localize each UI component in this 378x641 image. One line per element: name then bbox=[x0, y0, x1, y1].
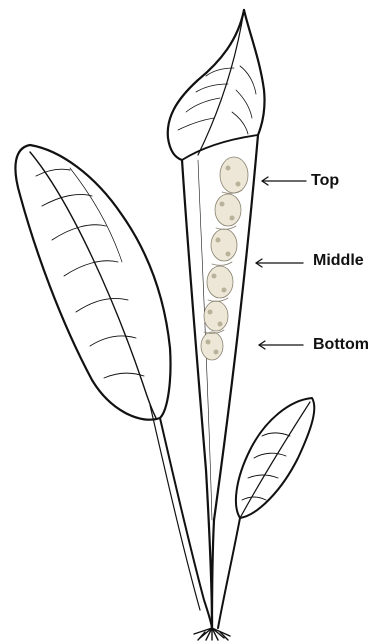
arrow-left-icon bbox=[259, 341, 303, 349]
label-middle: Middle bbox=[313, 252, 364, 270]
arrow-left-icon bbox=[262, 177, 306, 185]
label-bottom: Bottom bbox=[313, 336, 369, 354]
right-leaf bbox=[236, 398, 314, 518]
flower-cluster bbox=[201, 157, 248, 360]
right-leaf-stem bbox=[218, 518, 240, 628]
roots bbox=[194, 628, 230, 640]
arrow-left-icon bbox=[256, 259, 303, 267]
left-leaf bbox=[15, 145, 170, 420]
label-top: Top bbox=[311, 172, 339, 190]
